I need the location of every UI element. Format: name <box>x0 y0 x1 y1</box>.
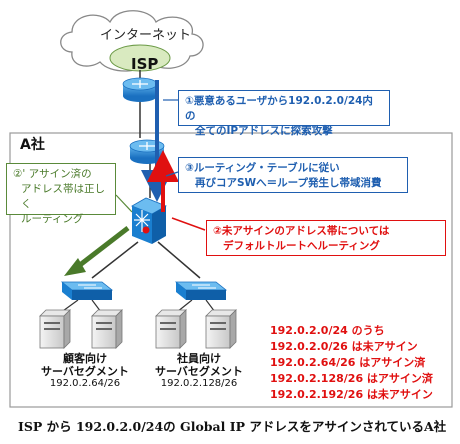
server-icon <box>155 309 187 349</box>
note-connector-assigned <box>115 194 133 213</box>
loop-note: ③ルーティング・テーブルに従い 再びコアSWへ＝ループ発生し帯域消費 <box>178 157 408 193</box>
loop-note-line: 再びコアSWへ＝ループ発生し帯域消費 <box>195 177 382 189</box>
server-icon <box>205 309 237 349</box>
access-switch-icon <box>174 281 228 300</box>
segment-name: 顧客向け <box>63 352 107 365</box>
segment-name: サーバセグメント <box>155 365 243 378</box>
attack-note-line: ①悪意あるユーザから192.0.2.0/24内の <box>185 95 373 122</box>
server-icon <box>39 309 71 349</box>
allocation-line: 192.0.2.0/24 のうち <box>270 324 385 337</box>
segment-ip: 192.0.2.64/26 <box>49 378 121 389</box>
segment-ip: 192.0.2.128/26 <box>160 378 238 389</box>
unassigned-note: ②未アサインのアドレス帯については デフォルトルートへルーティング <box>206 220 446 256</box>
allocation-line: 192.0.2.192/26 は未アサイン <box>270 388 433 401</box>
router-icon <box>122 77 158 102</box>
assigned-note: ②' アサイン済の アドレス帯は正しく ルーティング <box>6 163 116 225</box>
allocation-line: 192.0.2.64/26 はアサイン済 <box>270 356 426 369</box>
link-core-to-left-switch <box>91 241 139 279</box>
attack-note: ①悪意あるユーザから192.0.2.0/24内の 全てのIPアドレスに探索攻撃 <box>178 90 390 137</box>
access-switch-icon <box>60 281 114 300</box>
attack-note-line: 全てのIPアドレスに探索攻撃 <box>195 125 333 137</box>
company-label: A社 <box>20 137 45 153</box>
assigned-note-line: アドレス帯は正しく <box>21 183 105 210</box>
unassigned-note-line: ②未アサインのアドレス帯については <box>213 225 390 237</box>
segment-name: 社員向け <box>177 352 221 365</box>
segment-employee: 社員向け サーバセグメント 192.0.2.128/26 <box>144 352 254 389</box>
allocation-line: 192.0.2.128/26 はアサイン済 <box>270 372 433 385</box>
link-core-to-right-switch <box>157 241 201 279</box>
cloud-icon <box>60 10 204 72</box>
figure-caption: ISP から 192.0.2.0/24の Global IP アドレスをアサイン… <box>18 419 447 434</box>
loop-note-line: ③ルーティング・テーブルに従い <box>185 162 340 174</box>
company-boundary <box>9 132 453 408</box>
assigned-note-line: ルーティング <box>21 213 84 225</box>
assigned-route-arrow <box>74 226 130 270</box>
server-icon <box>91 309 123 349</box>
assigned-route-arrow-head <box>64 258 86 276</box>
internet-label: インターネット <box>100 28 192 43</box>
note-connector-loop <box>165 171 179 177</box>
assigned-note-line: ②' アサイン済の <box>13 168 92 180</box>
allocation-line: 192.0.2.0/26 は未アサイン <box>270 340 418 353</box>
isp-label: ISP <box>131 55 159 73</box>
segment-customer: 顧客向け サーバセグメント 192.0.2.64/26 <box>30 352 140 389</box>
unassigned-note-line: デフォルトルートへルーティング <box>223 240 380 252</box>
segment-name: サーバセグメント <box>41 365 129 378</box>
core-switch-icon <box>131 197 167 244</box>
loop-arrow-pointer <box>171 217 206 231</box>
